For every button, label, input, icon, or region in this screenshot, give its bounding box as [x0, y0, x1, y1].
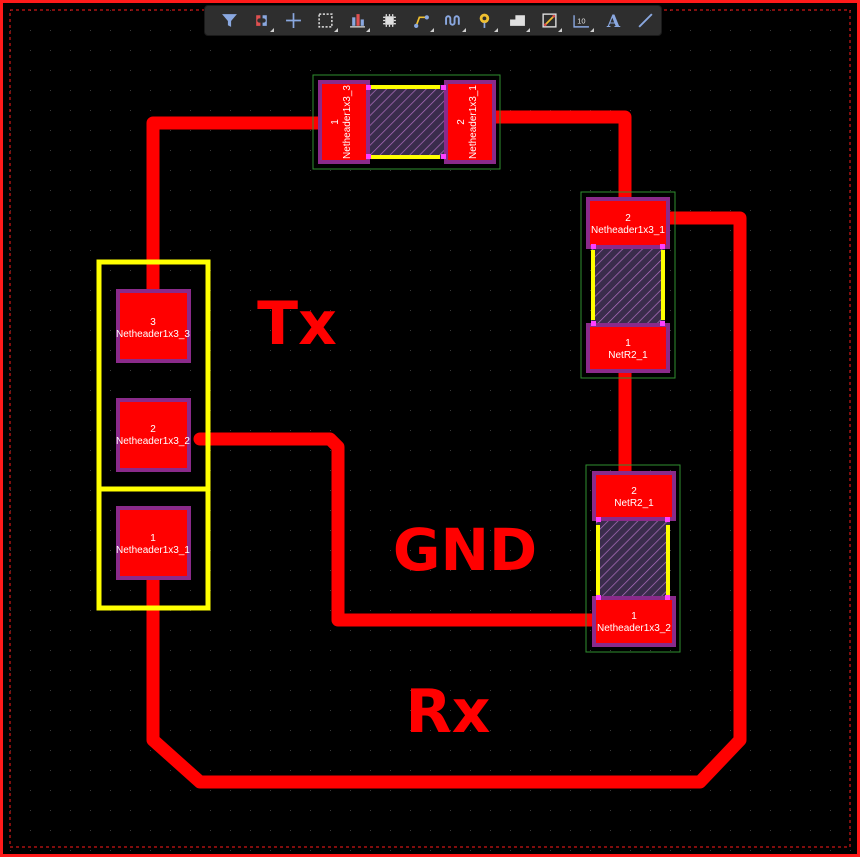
- resistor-right-pad-1-number: 1: [625, 338, 631, 349]
- svg-text:10: 10: [577, 17, 585, 26]
- resistor-top-pad-2-net: Netheader1x3_1: [468, 85, 479, 159]
- interactive-length-tune-icon: [444, 15, 460, 26]
- header-component[interactable]: 3 Netheader1x3_3 2 Netheader1x3_2 1 Neth…: [116, 289, 191, 580]
- silk-text-rx[interactable]: Rx: [406, 677, 491, 747]
- crosshair-add-icon: [285, 13, 301, 28]
- svg-text:A: A: [605, 12, 620, 29]
- place-polygon-icon: [509, 15, 525, 26]
- header-pad-1-net: Netheader1x3_1: [116, 545, 190, 556]
- select-tool[interactable]: [309, 6, 341, 35]
- track-r-top-to-r-right[interactable]: [463, 110, 632, 217]
- via-tool[interactable]: [469, 6, 501, 35]
- resistor-top-pad-1-number: 1: [330, 119, 341, 125]
- place-keepout-icon: [541, 13, 557, 28]
- resistor-right[interactable]: 2 Netheader1x3_1 1 NetR2_1: [580, 191, 676, 379]
- header-pad-3-net: Netheader1x3_3: [116, 329, 190, 340]
- tune-tool[interactable]: [437, 6, 469, 35]
- header-pad-2-number: 2: [150, 424, 156, 435]
- resistor-right-pad-2[interactable]: [586, 197, 670, 249]
- resistor-lower[interactable]: 2 NetR2_1 1 Netheader1x3_2: [585, 464, 681, 653]
- align-tool[interactable]: [341, 6, 373, 35]
- resistor-top-pad-1[interactable]: [318, 80, 370, 164]
- resistor-lower-pad-1[interactable]: [592, 596, 676, 647]
- polygon-tool[interactable]: [501, 6, 533, 35]
- silk-text-gnd[interactable]: GND: [393, 516, 537, 584]
- tracks[interactable]: [146, 110, 747, 789]
- track-r-right-rx[interactable]: [146, 211, 747, 789]
- dimension-tool[interactable]: 10: [565, 6, 597, 35]
- filter-icon: [221, 14, 237, 27]
- resistor-lower-pad-2-number: 2: [631, 486, 637, 497]
- route-track-icon: [413, 15, 429, 28]
- resistor-top-pad-2[interactable]: [444, 80, 496, 164]
- snap-tool[interactable]: [245, 6, 277, 35]
- component-tool[interactable]: [373, 6, 405, 35]
- header-pad-3[interactable]: [116, 289, 191, 363]
- header-pad-2[interactable]: [116, 398, 191, 472]
- track-gnd[interactable]: [193, 432, 607, 627]
- route-tool[interactable]: [405, 6, 437, 35]
- resistor-top-pad-2-number: 2: [456, 119, 467, 125]
- filter-tool[interactable]: [213, 6, 245, 35]
- select-rectangle-icon: [317, 13, 333, 28]
- resistor-top-courtyard: [312, 74, 501, 170]
- active-toolbar: 10 A: [204, 5, 662, 36]
- text-tool[interactable]: A: [597, 6, 629, 35]
- resistor-lower-pad-1-number: 1: [631, 611, 637, 622]
- resistor-top-body: [366, 85, 446, 159]
- resistor-lower-pad-2-net: NetR2_1: [614, 498, 654, 509]
- line-tool[interactable]: [629, 6, 661, 35]
- place-text-icon: A: [605, 12, 620, 29]
- header-pad-1[interactable]: [116, 506, 191, 580]
- component-chip-icon: [382, 14, 396, 27]
- resistor-lower-body: [596, 517, 670, 601]
- silk-text-tx[interactable]: Tx: [257, 289, 337, 359]
- resistor-right-pad-1[interactable]: [586, 323, 670, 373]
- resistor-lower-courtyard: [585, 464, 681, 653]
- resistor-right-pad-1-net: NetR2_1: [608, 350, 648, 361]
- resistor-right-pad-2-net: Netheader1x3_1: [591, 225, 665, 236]
- resistor-right-body: [591, 244, 665, 328]
- place-via-icon: [479, 13, 489, 28]
- track-tx[interactable]: [146, 116, 337, 317]
- resistor-right-courtyard: [580, 191, 676, 379]
- resistor-lower-pad-1-net: Netheader1x3_2: [597, 623, 671, 634]
- resistor-lower-pad-2[interactable]: [592, 471, 676, 521]
- header-pad-3-number: 3: [150, 317, 156, 328]
- place-dimension-icon: 10: [572, 15, 589, 28]
- resistor-top[interactable]: 1 Netheader1x3_3 2 Netheader1x3_1: [312, 74, 501, 170]
- header-pad-2-net: Netheader1x3_2: [116, 436, 190, 447]
- resistor-top-pad-1-net: Netheader1x3_3: [342, 85, 353, 159]
- header-silkscreen: [96, 259, 211, 611]
- place-line-icon: [637, 13, 653, 28]
- add-tool[interactable]: [277, 6, 309, 35]
- keepout-tool[interactable]: [533, 6, 565, 35]
- align-distribute-icon: [349, 14, 365, 28]
- magnet-snap-icon: [255, 15, 267, 26]
- header-pad-1-number: 1: [150, 533, 156, 544]
- resistor-right-pad-2-number: 2: [625, 213, 631, 224]
